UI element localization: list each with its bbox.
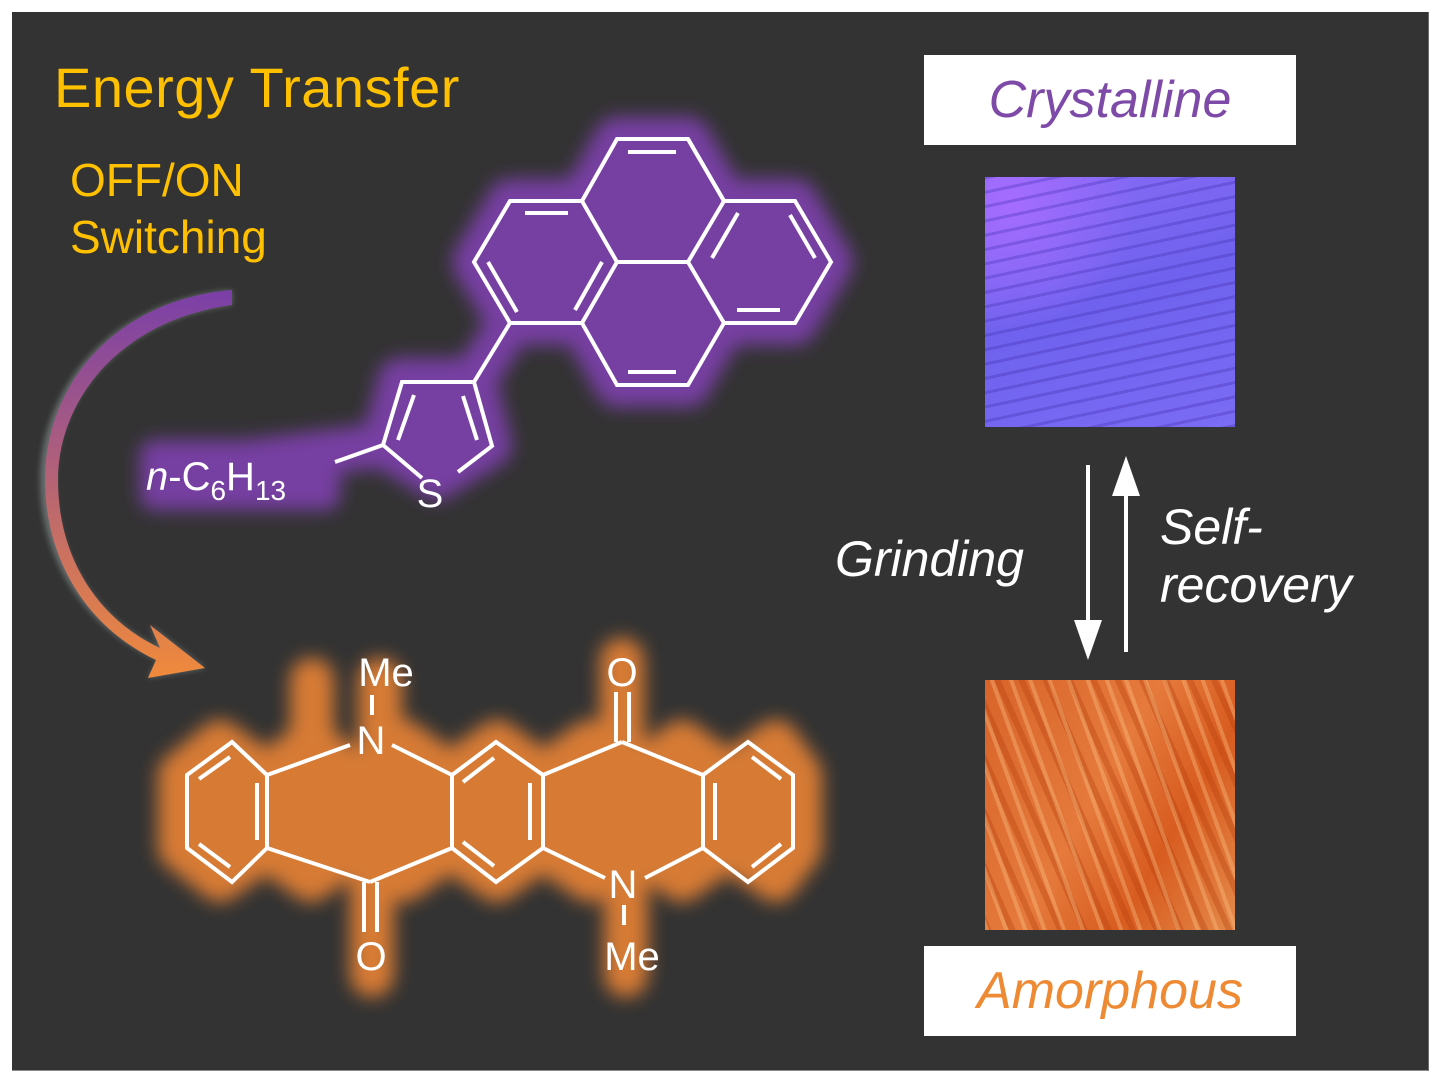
self-recovery-label: Self- recovery <box>1160 498 1352 614</box>
oxygen-top-label: O <box>606 651 637 695</box>
acceptor-molecule <box>185 692 795 932</box>
amorphous-sample-image <box>985 680 1235 930</box>
subtitle-switching: OFF/ON Switching <box>70 152 267 266</box>
subtitle-line-1: OFF/ON <box>70 154 244 206</box>
self-recovery-line-1: Self- <box>1160 499 1263 555</box>
nitrogen-top-label: N <box>357 719 386 763</box>
acceptor-glow <box>158 638 822 997</box>
thiophene-sulfur-label: S <box>417 472 444 516</box>
grinding-arrow-down-icon <box>1074 465 1102 660</box>
oxygen-bottom-label: O <box>355 935 386 979</box>
crystalline-label: Crystalline <box>924 55 1296 145</box>
self-recovery-line-2: recovery <box>1160 557 1352 613</box>
crystalline-sample-image <box>985 177 1235 427</box>
methyl-bottom-label: Me <box>604 935 660 979</box>
nitrogen-bottom-label: N <box>609 863 638 907</box>
subtitle-line-2: Switching <box>70 211 267 263</box>
donor-molecule <box>334 137 834 480</box>
recovery-arrow-up-icon <box>1112 456 1140 652</box>
title-energy-transfer: Energy Transfer <box>54 56 460 119</box>
amorphous-label: Amorphous <box>924 946 1296 1036</box>
hexyl-substituent-label: n-C6H13 <box>146 455 286 506</box>
grinding-label: Grinding <box>835 531 1024 587</box>
methyl-top-label: Me <box>358 651 414 695</box>
